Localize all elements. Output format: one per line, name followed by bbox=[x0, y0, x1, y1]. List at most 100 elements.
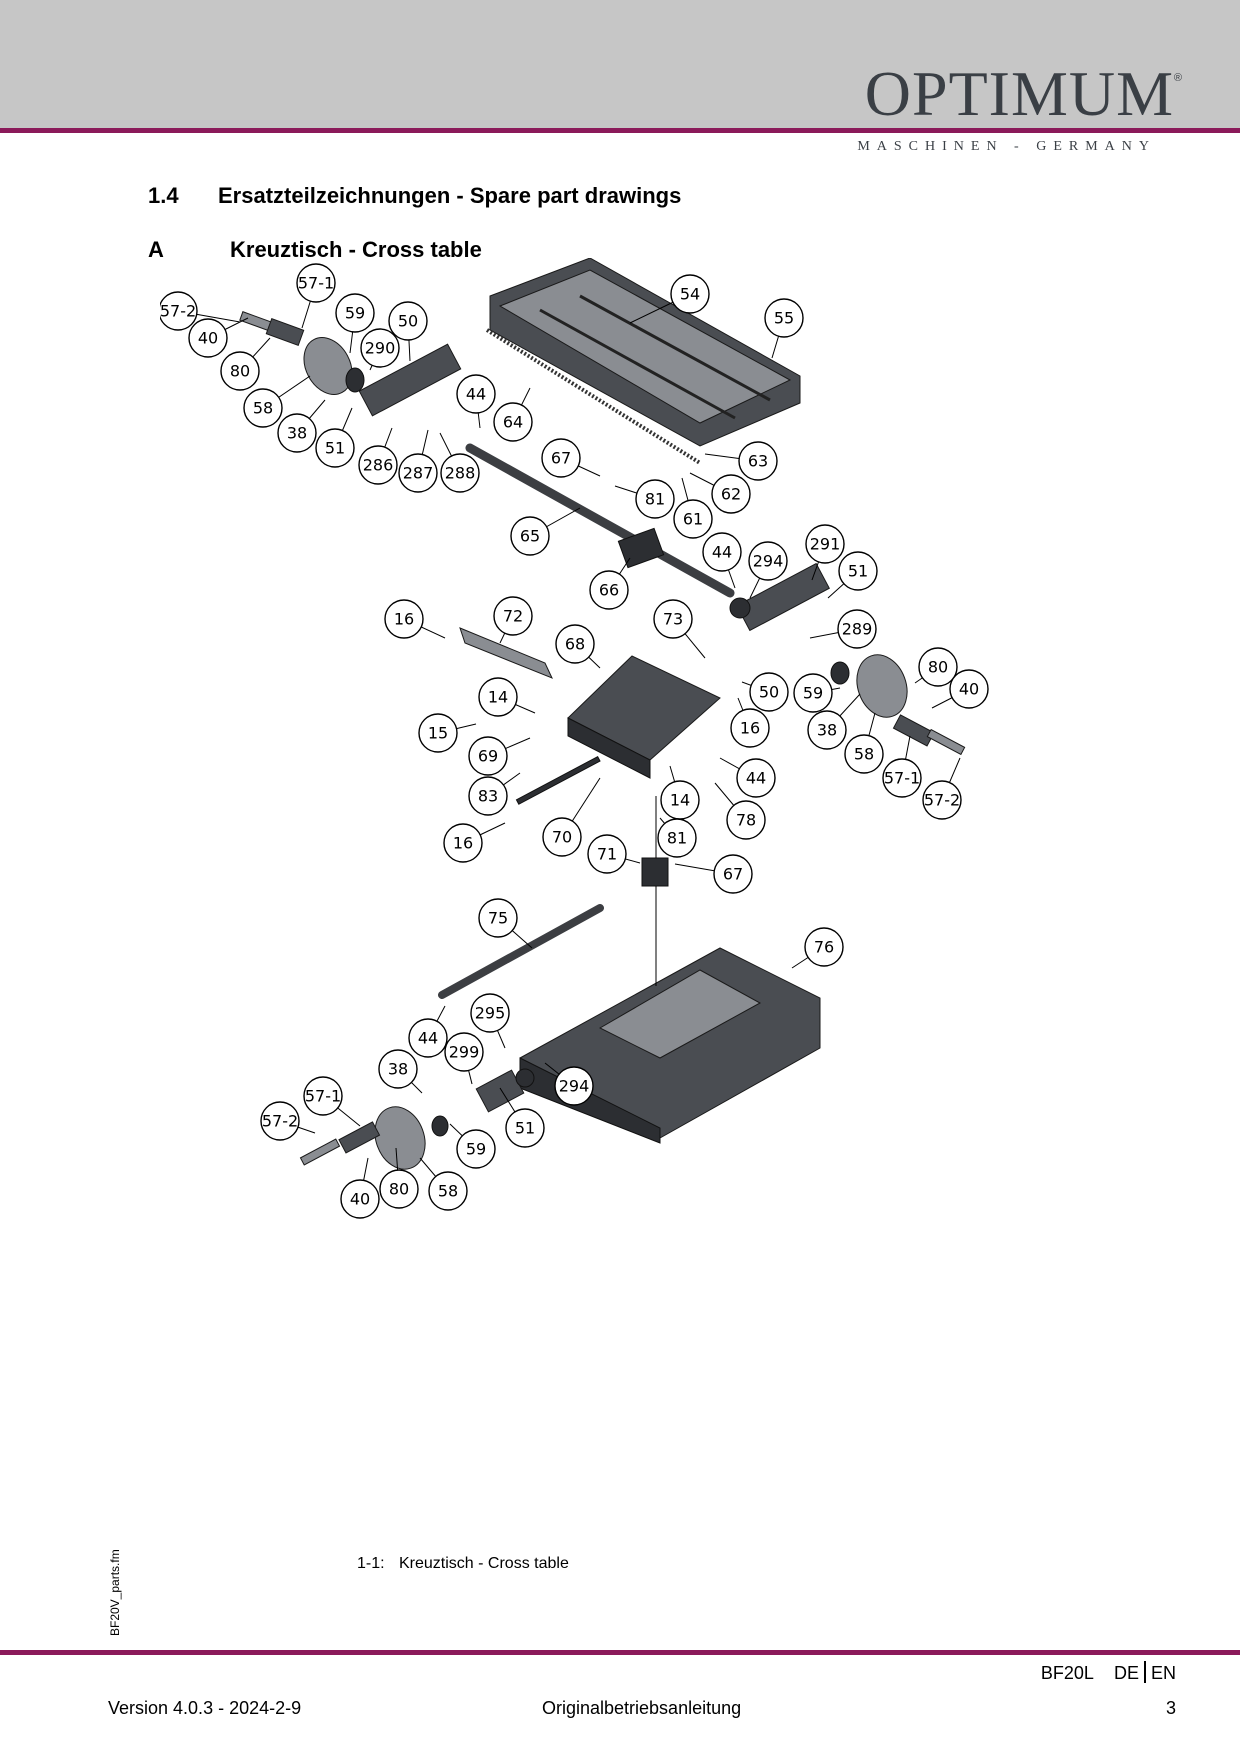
callout-bubble bbox=[555, 624, 595, 664]
part-callout: 16 bbox=[384, 599, 424, 639]
part-callout: 294 bbox=[748, 541, 788, 581]
callout-bubble bbox=[277, 413, 317, 453]
callout-number: 57-2 bbox=[160, 302, 196, 321]
callout-bubble bbox=[478, 898, 518, 938]
callout-bubble bbox=[428, 1171, 468, 1211]
callout-bubble bbox=[444, 1032, 484, 1072]
part-callout: 38 bbox=[807, 710, 847, 750]
part-callout: 16 bbox=[730, 708, 770, 748]
callout-number: 294 bbox=[753, 552, 784, 571]
callout-number: 68 bbox=[565, 635, 585, 654]
callout-bubble bbox=[764, 298, 804, 338]
callout-number: 44 bbox=[418, 1029, 438, 1048]
callout-bubble bbox=[493, 402, 533, 442]
callout-number: 38 bbox=[388, 1060, 408, 1079]
callout-bubble bbox=[468, 776, 508, 816]
callout-bubble bbox=[541, 438, 581, 478]
footer-rule bbox=[0, 1650, 1240, 1655]
part-callout: 59 bbox=[793, 673, 833, 713]
callout-number: 15 bbox=[428, 724, 448, 743]
callout-bubble bbox=[918, 647, 958, 687]
callout-number: 67 bbox=[551, 449, 571, 468]
part-callout: 64 bbox=[493, 402, 533, 442]
callout-bubble bbox=[443, 823, 483, 863]
part-callout: 51 bbox=[315, 428, 355, 468]
part-callout: 288 bbox=[440, 453, 480, 493]
handwheel-top bbox=[303, 337, 353, 395]
callout-number: 65 bbox=[520, 527, 540, 546]
brand-logo: OPTIMUM bbox=[864, 58, 1174, 129]
part-callout: 75 bbox=[478, 898, 518, 938]
model-number: BF20L bbox=[1040, 1663, 1094, 1683]
part-callout: 40 bbox=[340, 1179, 380, 1219]
callout-bubble bbox=[554, 1066, 594, 1106]
part-callout: 59 bbox=[456, 1129, 496, 1169]
callout-bubble bbox=[243, 388, 283, 428]
callout-number: 64 bbox=[503, 413, 523, 432]
callout-bubble bbox=[726, 800, 766, 840]
callout-bubble bbox=[730, 708, 770, 748]
callout-number: 59 bbox=[345, 304, 365, 323]
callout-bubble bbox=[793, 673, 833, 713]
handwheel-right bbox=[856, 654, 908, 718]
part-callout: 16 bbox=[443, 823, 483, 863]
part-callout: 63 bbox=[738, 441, 778, 481]
callout-bubble bbox=[657, 818, 697, 858]
figure-caption: 1-1:Kreuztisch - Cross table bbox=[357, 1555, 569, 1573]
part-callout: 66 bbox=[589, 570, 629, 610]
base-slot bbox=[598, 969, 762, 1059]
callout-bubble bbox=[882, 758, 922, 798]
part-callout: 14 bbox=[478, 677, 518, 717]
callout-bubble bbox=[748, 541, 788, 581]
callout-number: 57-1 bbox=[305, 1087, 341, 1106]
part-callout: 57-1 bbox=[303, 1076, 343, 1116]
part-callout: 290 bbox=[360, 328, 400, 368]
small-nut-block bbox=[641, 857, 669, 887]
callout-number: 62 bbox=[721, 485, 741, 504]
callout-bubble bbox=[542, 817, 582, 857]
part-callout: 57-2 bbox=[160, 291, 198, 331]
language-de: DE bbox=[1113, 1663, 1139, 1683]
callout-number: 50 bbox=[759, 683, 779, 702]
callout-bubble bbox=[160, 291, 198, 331]
callout-number: 54 bbox=[680, 285, 700, 304]
callout-bubble bbox=[653, 599, 693, 639]
callout-bubble bbox=[736, 758, 776, 798]
callout-bubble bbox=[749, 672, 789, 712]
callout-number: 81 bbox=[645, 490, 665, 509]
callout-number: 51 bbox=[848, 562, 868, 581]
callout-number: 71 bbox=[597, 845, 617, 864]
part-callout: 40 bbox=[949, 669, 989, 709]
part-callout: 287 bbox=[398, 453, 438, 493]
callout-number: 287 bbox=[403, 464, 434, 483]
part-callout: 50 bbox=[749, 672, 789, 712]
part-callout: 72 bbox=[493, 596, 533, 636]
part-callout: 58 bbox=[243, 388, 283, 428]
part-callout: 54 bbox=[670, 274, 710, 314]
part-callout: 44 bbox=[736, 758, 776, 798]
callout-number: 57-1 bbox=[298, 274, 334, 293]
callout-number: 55 bbox=[774, 309, 794, 328]
part-callout: 51 bbox=[505, 1108, 545, 1148]
handwheel-bottom bbox=[374, 1106, 426, 1170]
callout-bubble bbox=[418, 713, 458, 753]
part-callout: 44 bbox=[456, 374, 496, 414]
part-callout: 69 bbox=[468, 736, 508, 776]
part-callout: 291 bbox=[805, 524, 845, 564]
callout-bubble bbox=[844, 734, 884, 774]
part-callout: 78 bbox=[726, 800, 766, 840]
callout-bubble bbox=[468, 736, 508, 776]
callout-bubble bbox=[303, 1076, 343, 1116]
callout-number: 288 bbox=[445, 464, 476, 483]
language-separator bbox=[1143, 1661, 1146, 1683]
callout-bubble bbox=[470, 993, 510, 1033]
callout-number: 38 bbox=[817, 721, 837, 740]
callout-number: 76 bbox=[814, 938, 834, 957]
callout-number: 80 bbox=[389, 1180, 409, 1199]
subsection-title: Kreuztisch - Cross table bbox=[230, 237, 482, 262]
figure-number: 1-1: bbox=[357, 1555, 385, 1572]
footer-version: Version 4.0.3 - 2024-2-9 bbox=[108, 1698, 302, 1718]
section-title: Ersatzteilzeichnungen - Spare part drawi… bbox=[218, 183, 682, 208]
